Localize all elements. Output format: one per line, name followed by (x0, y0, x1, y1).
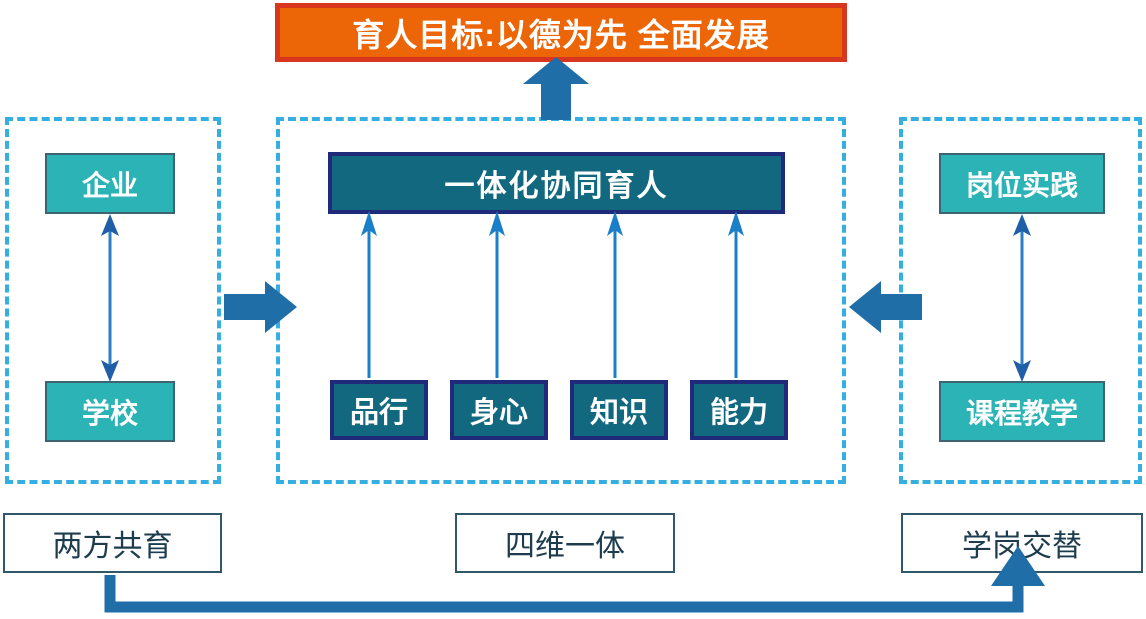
box-enterprise: 企业 (45, 153, 175, 214)
bottom-label-four-dimensions-integrated: 四维一体 (455, 513, 675, 573)
box-course-teaching: 课程教学 (939, 381, 1105, 442)
panel-left-school-enterprise (5, 117, 221, 484)
box-post-practice: 岗位实践 (939, 153, 1105, 214)
bottom-label-study-post-alternation: 学岗交替 (901, 513, 1143, 573)
goal-banner: 育人目标:以德为先 全面发展 (275, 3, 847, 62)
box-integrated-collaborative-education: 一体化协同育人 (328, 152, 785, 214)
box-dimension-knowledge: 知识 (570, 380, 668, 440)
box-school: 学校 (45, 381, 175, 442)
box-dimension-body-mind: 身心 (450, 380, 548, 440)
arrow-center-to-banner (523, 57, 589, 120)
box-dimension-ability: 能力 (690, 380, 788, 440)
bottom-label-two-party-education: 两方共育 (3, 513, 222, 573)
box-dimension-conduct: 品行 (330, 380, 428, 440)
